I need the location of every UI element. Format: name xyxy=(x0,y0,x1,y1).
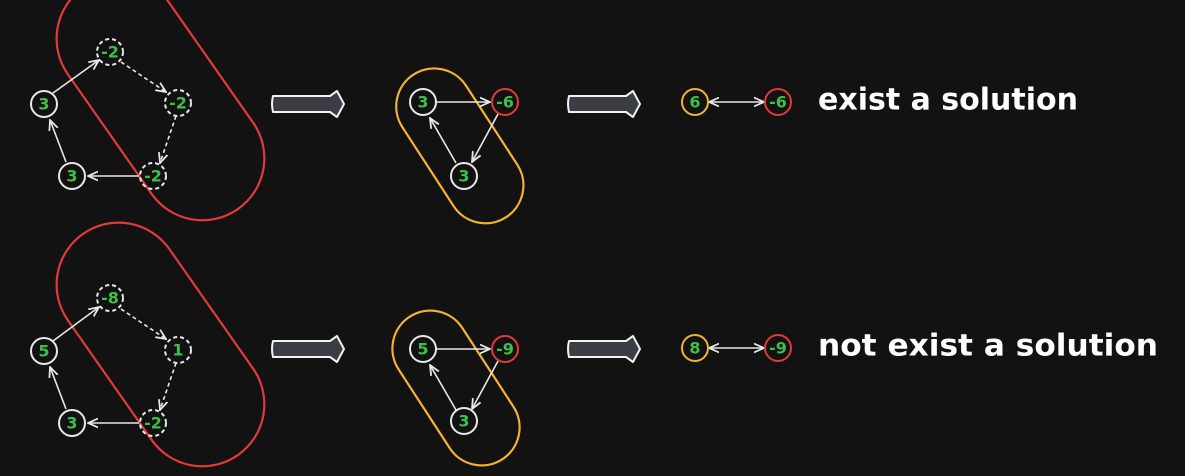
node-left xyxy=(30,90,58,118)
row-2-original-graph: -8 1 -2 5 3 xyxy=(30,221,266,468)
node-left-label: 6 xyxy=(689,93,700,112)
edge xyxy=(52,60,99,94)
node-right-label: -6 xyxy=(496,93,514,112)
node-right-label: -9 xyxy=(769,339,787,358)
edge xyxy=(430,365,457,411)
transform-arrow-icon xyxy=(567,335,641,363)
node-top xyxy=(96,284,124,312)
transform-arrow-icon xyxy=(271,90,345,118)
node-left xyxy=(681,88,709,116)
node-left-label: 8 xyxy=(689,339,700,358)
edge xyxy=(430,118,457,164)
node-left xyxy=(30,337,58,365)
row-2-red-group xyxy=(55,221,266,468)
row-2-caption: not exist a solution xyxy=(818,329,1158,364)
node-mid xyxy=(164,89,192,117)
node-mid-label: 1 xyxy=(172,341,183,360)
row-2-yellow-group xyxy=(391,309,521,467)
node-bottom-label: 3 xyxy=(458,412,469,431)
row-2-final-pair: 8 -9 xyxy=(681,334,792,362)
node-left xyxy=(409,335,437,363)
node-left xyxy=(681,334,709,362)
node-bottom xyxy=(139,409,167,437)
node-bottom xyxy=(139,162,167,190)
node-left xyxy=(409,88,437,116)
transform-arrow-icon xyxy=(271,335,345,363)
node-lower-left xyxy=(58,409,86,437)
node-right xyxy=(764,88,792,116)
node-top-label: -2 xyxy=(101,43,119,62)
node-left-label: 5 xyxy=(417,340,428,359)
node-right-label: -9 xyxy=(496,340,514,359)
node-bottom xyxy=(450,162,478,190)
node-left-label: 5 xyxy=(38,342,49,361)
node-bottom-label: -2 xyxy=(144,167,162,186)
node-left-label: 3 xyxy=(38,95,49,114)
edge xyxy=(160,362,177,410)
node-right xyxy=(491,88,519,116)
row-1: -2 -2 -2 3 3 3 -6 3 xyxy=(30,0,1078,225)
node-lower-left-label: 3 xyxy=(66,167,77,186)
node-right-label: -6 xyxy=(769,93,787,112)
row-1-original-graph: -2 -2 -2 3 3 xyxy=(30,0,266,222)
node-top xyxy=(96,38,124,66)
edge xyxy=(120,308,166,339)
row-1-red-group xyxy=(55,0,266,222)
node-right xyxy=(491,335,519,363)
transform-arrow-icon xyxy=(567,90,641,118)
edge xyxy=(50,367,67,410)
node-mid xyxy=(164,336,192,364)
edge xyxy=(120,61,166,92)
row-1-yellow-group xyxy=(395,67,525,225)
node-top-label: -8 xyxy=(101,289,119,308)
node-lower-left-label: 3 xyxy=(66,414,77,433)
row-2: -8 1 -2 5 3 5 -9 3 8 xyxy=(30,221,1158,468)
row-1-final-pair: 6 -6 xyxy=(681,88,792,116)
node-right xyxy=(764,334,792,362)
row-2-reduced-graph: 5 -9 3 xyxy=(391,309,521,467)
node-lower-left xyxy=(58,162,86,190)
edge xyxy=(52,307,99,342)
edge xyxy=(472,113,499,162)
edge xyxy=(472,360,499,409)
edge xyxy=(160,115,177,163)
node-left-label: 3 xyxy=(417,93,428,112)
node-mid-label: -2 xyxy=(169,94,187,113)
node-bottom xyxy=(450,407,478,435)
row-1-reduced-graph: 3 -6 3 xyxy=(395,67,525,225)
node-bottom-label: 3 xyxy=(458,167,469,186)
row-1-caption: exist a solution xyxy=(818,83,1078,118)
node-bottom-label: -2 xyxy=(144,414,162,433)
edge xyxy=(50,120,67,163)
